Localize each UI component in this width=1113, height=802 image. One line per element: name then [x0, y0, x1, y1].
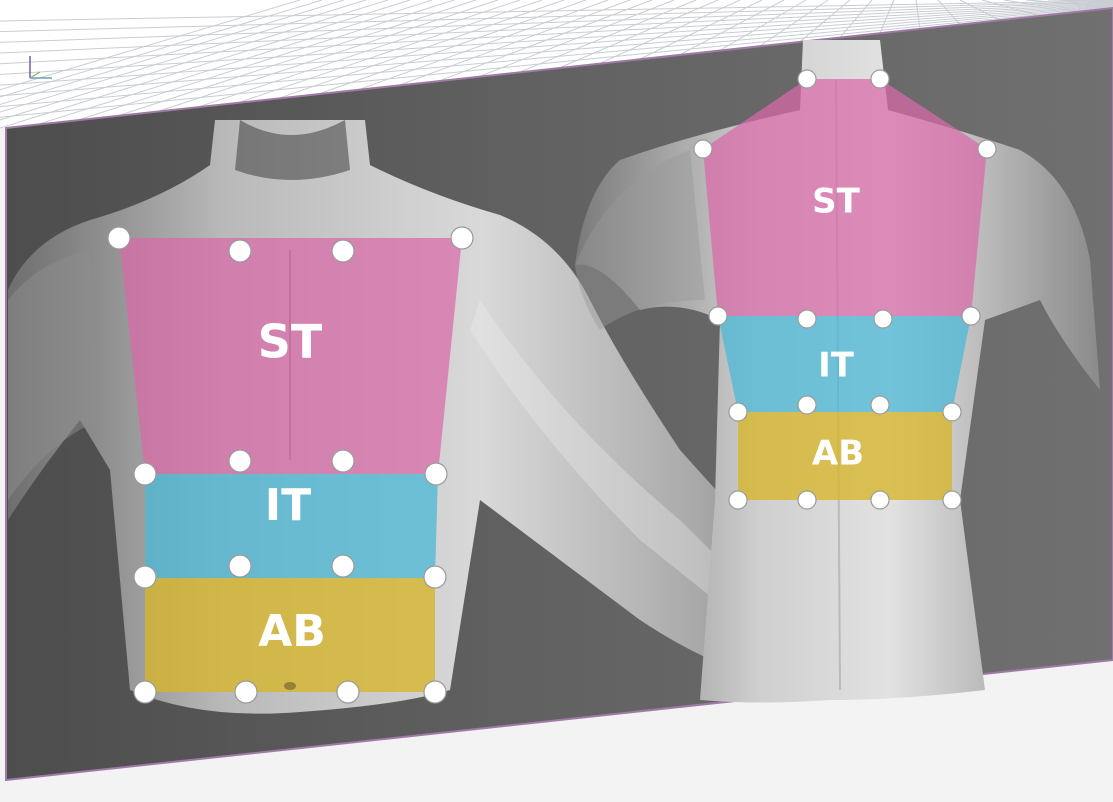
back-marker[interactable]	[729, 491, 747, 509]
back-marker[interactable]	[798, 396, 816, 414]
front-marker[interactable]	[332, 450, 354, 472]
front-marker[interactable]	[424, 566, 446, 588]
front-marker[interactable]	[337, 681, 359, 703]
back-marker[interactable]	[871, 396, 889, 414]
back-marker[interactable]	[943, 403, 961, 421]
back-st-label: ST	[812, 182, 860, 222]
front-it-label: IT	[265, 480, 311, 531]
back-marker[interactable]	[798, 310, 816, 328]
back-marker[interactable]	[694, 140, 712, 158]
front-marker[interactable]	[451, 227, 473, 249]
back-marker[interactable]	[798, 491, 816, 509]
front-marker[interactable]	[235, 681, 257, 703]
front-marker[interactable]	[425, 463, 447, 485]
front-marker[interactable]	[332, 555, 354, 577]
back-marker[interactable]	[943, 491, 961, 509]
back-ab-label: AB	[812, 434, 864, 474]
front-marker[interactable]	[424, 681, 446, 703]
back-marker[interactable]	[978, 140, 996, 158]
front-marker[interactable]	[229, 240, 251, 262]
front-marker[interactable]	[134, 566, 156, 588]
back-marker[interactable]	[729, 403, 747, 421]
back-it-label: IT	[818, 346, 855, 386]
front-marker[interactable]	[134, 463, 156, 485]
front-marker[interactable]	[332, 240, 354, 262]
back-marker[interactable]	[709, 307, 727, 325]
front-marker[interactable]	[229, 450, 251, 472]
front-st-label: ST	[258, 315, 323, 369]
back-marker[interactable]	[874, 310, 892, 328]
front-marker[interactable]	[229, 555, 251, 577]
back-marker[interactable]	[871, 70, 889, 88]
back-marker[interactable]	[798, 70, 816, 88]
back-marker[interactable]	[871, 491, 889, 509]
front-marker[interactable]	[134, 681, 156, 703]
back-marker[interactable]	[962, 307, 980, 325]
front-ab-label: AB	[258, 606, 326, 657]
front-marker[interactable]	[108, 227, 130, 249]
